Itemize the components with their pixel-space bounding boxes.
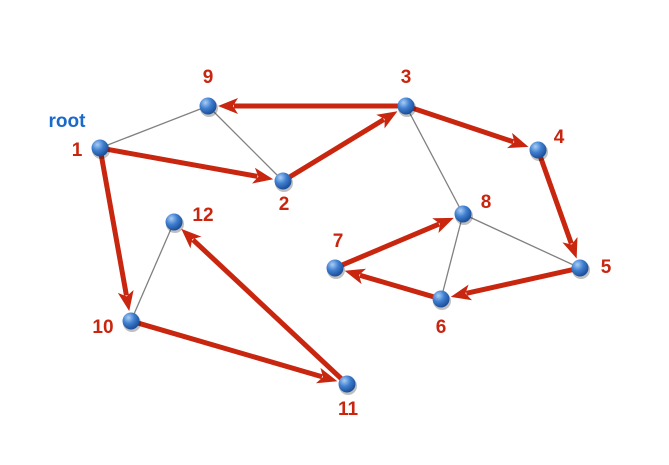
graph-edge-8-6: [440, 213, 464, 300]
node-3: [397, 97, 415, 115]
node-7: [326, 259, 344, 277]
graph-edge-8-5: [462, 213, 581, 269]
node-1: [91, 139, 109, 157]
tree-arrow-3-4: [410, 105, 529, 149]
graph-edge-12-10: [130, 221, 175, 322]
node-5: [571, 259, 589, 277]
node-10: [122, 312, 140, 330]
node-label-9: 9: [202, 67, 214, 88]
node-6: [432, 290, 450, 308]
tree-arrow-11-12: [181, 228, 345, 382]
node-label-12: 12: [192, 205, 214, 226]
node-8: [454, 205, 472, 223]
node-9: [199, 97, 217, 115]
node-label-4: 4: [553, 127, 565, 148]
node-12: [165, 213, 183, 231]
tree-arrow-4-5: [537, 154, 578, 259]
tree-arrow-3-9: [218, 98, 400, 114]
graph-edge-1-9: [99, 105, 209, 149]
node-label-7: 7: [332, 231, 344, 252]
node-label-5: 5: [600, 257, 612, 278]
tree-arrow-5-6: [450, 266, 575, 301]
graph-edge-9-2: [207, 105, 284, 182]
graph-edge-3-8: [405, 105, 464, 215]
node-label-11: 11: [337, 399, 359, 420]
tree-arrow-1-10: [98, 153, 134, 312]
node-label-10: 10: [92, 317, 114, 338]
root-label: root: [48, 111, 86, 132]
node-label-3: 3: [400, 67, 412, 88]
tree-arrow-10-11: [136, 320, 338, 384]
node-label-1: 1: [71, 140, 83, 161]
node-label-8: 8: [480, 192, 492, 213]
node-4: [529, 141, 547, 159]
node-11: [338, 375, 356, 393]
node-label-6: 6: [435, 317, 447, 338]
tree-arrow-7-8: [339, 217, 454, 268]
tree-arrow-2-3: [286, 111, 398, 181]
node-label-2: 2: [278, 194, 290, 215]
tree-arrow-1-2: [105, 146, 274, 184]
tree-arrow-6-7: [344, 268, 436, 300]
node-2: [274, 172, 292, 190]
